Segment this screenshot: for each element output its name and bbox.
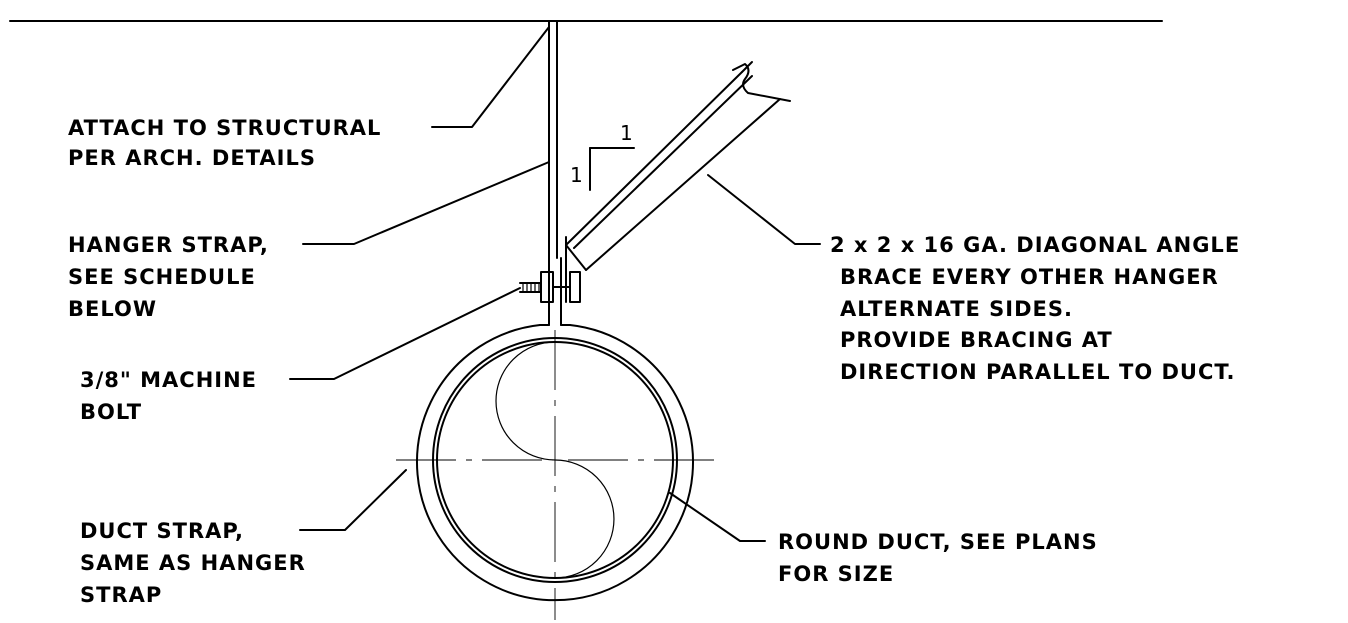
label-attach-line2: PER ARCH. DETAILS — [68, 146, 316, 170]
label-bolt-line1: 3/8" MACHINE — [80, 368, 257, 392]
label-brace-line1: 2 x 2 x 16 GA. DIAGONAL ANGLE — [830, 233, 1240, 257]
label-hanger-line3: BELOW — [68, 297, 157, 321]
label-duct-strap-line2: SAME AS HANGER — [80, 551, 306, 575]
label-brace: 2 x 2 x 16 GA. DIAGONAL ANGLE BRACE EVER… — [830, 233, 1240, 384]
label-brace-line5: DIRECTION PARALLEL TO DUCT. — [840, 360, 1235, 384]
label-hanger-line1: HANGER STRAP, — [68, 233, 269, 257]
label-brace-line2: BRACE EVERY OTHER HANGER — [840, 265, 1219, 289]
label-attach: ATTACH TO STRUCTURAL PER ARCH. DETAILS — [68, 116, 381, 170]
label-attach-line1: ATTACH TO STRUCTURAL — [68, 116, 381, 140]
slope-indicator: 1 1 — [570, 121, 635, 191]
label-round-duct: ROUND DUCT, SEE PLANS FOR SIZE — [778, 530, 1098, 586]
label-duct-strap-line1: DUCT STRAP, — [80, 519, 244, 543]
diagonal-angle-brace — [565, 61, 791, 271]
label-brace-line4: PROVIDE BRACING AT — [840, 328, 1113, 352]
leader-attach — [431, 26, 550, 128]
label-machine-bolt: 3/8" MACHINE BOLT — [80, 368, 257, 424]
label-hanger-line2: SEE SCHEDULE — [68, 265, 256, 289]
label-brace-line3: ALTERNATE SIDES. — [840, 297, 1073, 321]
label-duct-strap: DUCT STRAP, SAME AS HANGER STRAP — [80, 519, 306, 607]
leader-round-duct — [669, 492, 766, 542]
label-round-duct-line1: ROUND DUCT, SEE PLANS — [778, 530, 1098, 554]
leader-hanger-strap — [302, 161, 550, 245]
slope-run-label: 1 — [620, 121, 633, 145]
label-hanger-strap: HANGER STRAP, SEE SCHEDULE BELOW — [68, 233, 269, 321]
leader-machine-bolt — [289, 287, 521, 380]
leader-duct-strap — [299, 469, 407, 531]
label-bolt-line2: BOLT — [80, 400, 142, 424]
label-round-duct-line2: FOR SIZE — [778, 562, 894, 586]
machine-bolt — [519, 271, 581, 303]
leader-brace — [707, 174, 821, 245]
slope-rise-label: 1 — [570, 163, 583, 187]
label-duct-strap-line3: STRAP — [80, 583, 162, 607]
